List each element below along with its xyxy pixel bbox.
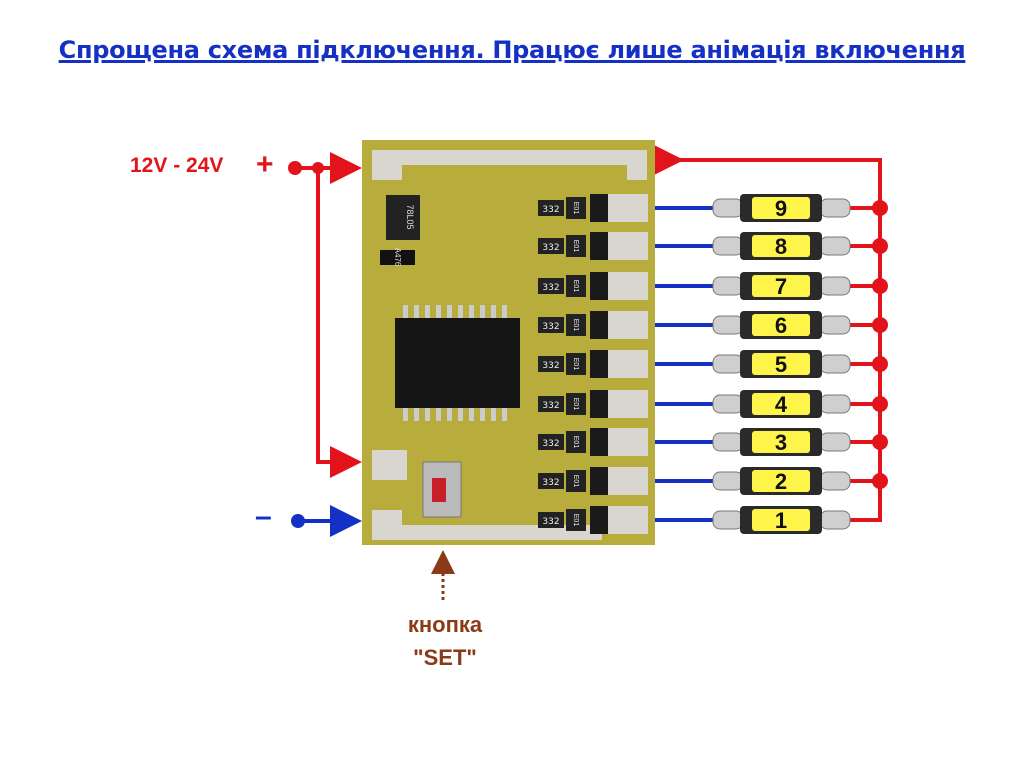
- led-number: 2: [775, 469, 787, 494]
- pcb-board: 78L05 A476 E01332E01332E01332E01332E0133…: [362, 140, 655, 545]
- positive-terminal-dot: [288, 161, 302, 175]
- regulator-chip: [386, 195, 420, 240]
- resistor-marking: 332: [542, 283, 559, 293]
- negative-terminal-dot: [291, 514, 305, 528]
- led-number: 8: [775, 234, 787, 259]
- led-number: 1: [775, 508, 787, 533]
- microcontroller-chip: [395, 318, 520, 408]
- resistor-marking: 332: [542, 205, 559, 215]
- negative-wire: [291, 505, 362, 537]
- plus-sign: +: [256, 148, 274, 181]
- junction-dot: [872, 356, 888, 372]
- led-number: 9: [775, 196, 787, 221]
- led-number: 5: [775, 352, 787, 377]
- regulator-marking: 78L05: [405, 204, 415, 229]
- title-link[interactable]: Спрощена схема підключення. Працює лише …: [58, 36, 966, 64]
- junction-dot: [872, 317, 888, 333]
- junction-dot: [872, 396, 888, 412]
- junction-dot: [872, 278, 888, 294]
- voltage-label: 12V - 24V: [130, 154, 224, 177]
- small-resistor-marking: E01: [572, 319, 579, 332]
- junction-dot: [872, 434, 888, 450]
- led-8: 8: [655, 232, 888, 260]
- small-resistor-marking: E01: [572, 475, 579, 488]
- resistor-marking: 332: [542, 439, 559, 449]
- led-7: 7: [655, 272, 888, 300]
- led-number: 4: [775, 392, 788, 417]
- resistor-marking: 332: [542, 243, 559, 253]
- led-number: 3: [775, 430, 787, 455]
- led-number: 7: [775, 274, 787, 299]
- resistor-marking: 332: [542, 322, 559, 332]
- led-3: 3: [655, 428, 888, 456]
- small-resistor-marking: E01: [572, 202, 579, 215]
- small-resistor-marking: E01: [572, 436, 579, 449]
- small-resistor-marking: E01: [572, 514, 579, 527]
- capacitor: [380, 250, 415, 265]
- resistor-marking: 332: [542, 401, 559, 411]
- led-2: 2: [655, 467, 888, 495]
- led-1: 1: [655, 506, 880, 534]
- junction-dot: [872, 200, 888, 216]
- led-number: 6: [775, 313, 787, 338]
- small-resistor-marking: E01: [572, 240, 579, 253]
- small-resistor-marking: E01: [572, 280, 579, 293]
- junction-dot: [872, 473, 888, 489]
- small-resistor-marking: E01: [572, 398, 579, 411]
- led-5: 5: [655, 350, 888, 378]
- capacitor-marking: A476: [393, 248, 402, 267]
- minus-sign: –: [255, 500, 272, 533]
- led-9: 9: [655, 194, 888, 222]
- led-6: 6: [655, 311, 888, 339]
- small-resistor-marking: E01: [572, 358, 579, 371]
- junction-dot: [872, 238, 888, 254]
- resistor-marking: 332: [542, 517, 559, 527]
- button-label-line1: кнопка: [407, 612, 483, 637]
- resistor-marking: 332: [542, 361, 559, 371]
- resistor-marking: 332: [542, 478, 559, 488]
- button-label-line2: "SET": [413, 645, 477, 670]
- led-4: 4: [655, 390, 888, 418]
